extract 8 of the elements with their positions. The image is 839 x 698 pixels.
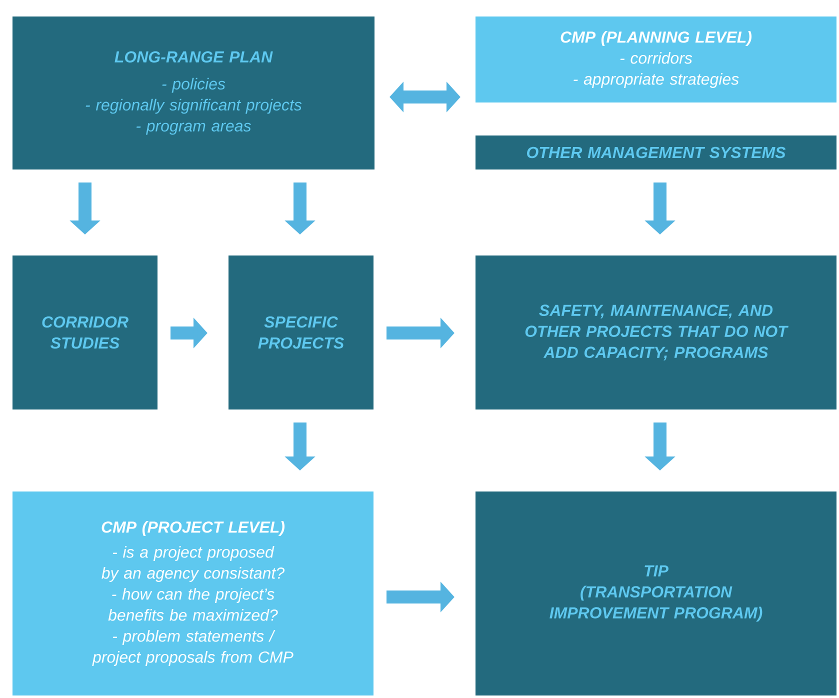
title-box: SAFETY, MAINTENANCE, AND OTHER PROJECTS THAT DO NOT ADD CAPACITY; PROGRAMS <box>470 250 839 414</box>
info-box: CMP (PLANNING LEVEL) - corridors - appropriate strategies <box>470 12 839 108</box>
info-box: CMP (PROJECT LEVEL) - is a project proposed by an agency consistant? - how can the project’s benefits be maximized? - problem statements / project proposals from CMP <box>8 486 378 698</box>
title-box: LONG-RANGE PLAN - policies - regionally significant projects - program areas <box>8 12 380 174</box>
title-box: SPECIFIC PROJECTS <box>224 250 378 414</box>
title-box: TIP (TRANSPORTATION IMPROVEMENT PROGRAM) <box>470 486 839 698</box>
title-box: CORRIDOR STUDIES <box>8 250 162 414</box>
title-box: OTHER MANAGEMENT SYSTEMS <box>470 130 839 174</box>
